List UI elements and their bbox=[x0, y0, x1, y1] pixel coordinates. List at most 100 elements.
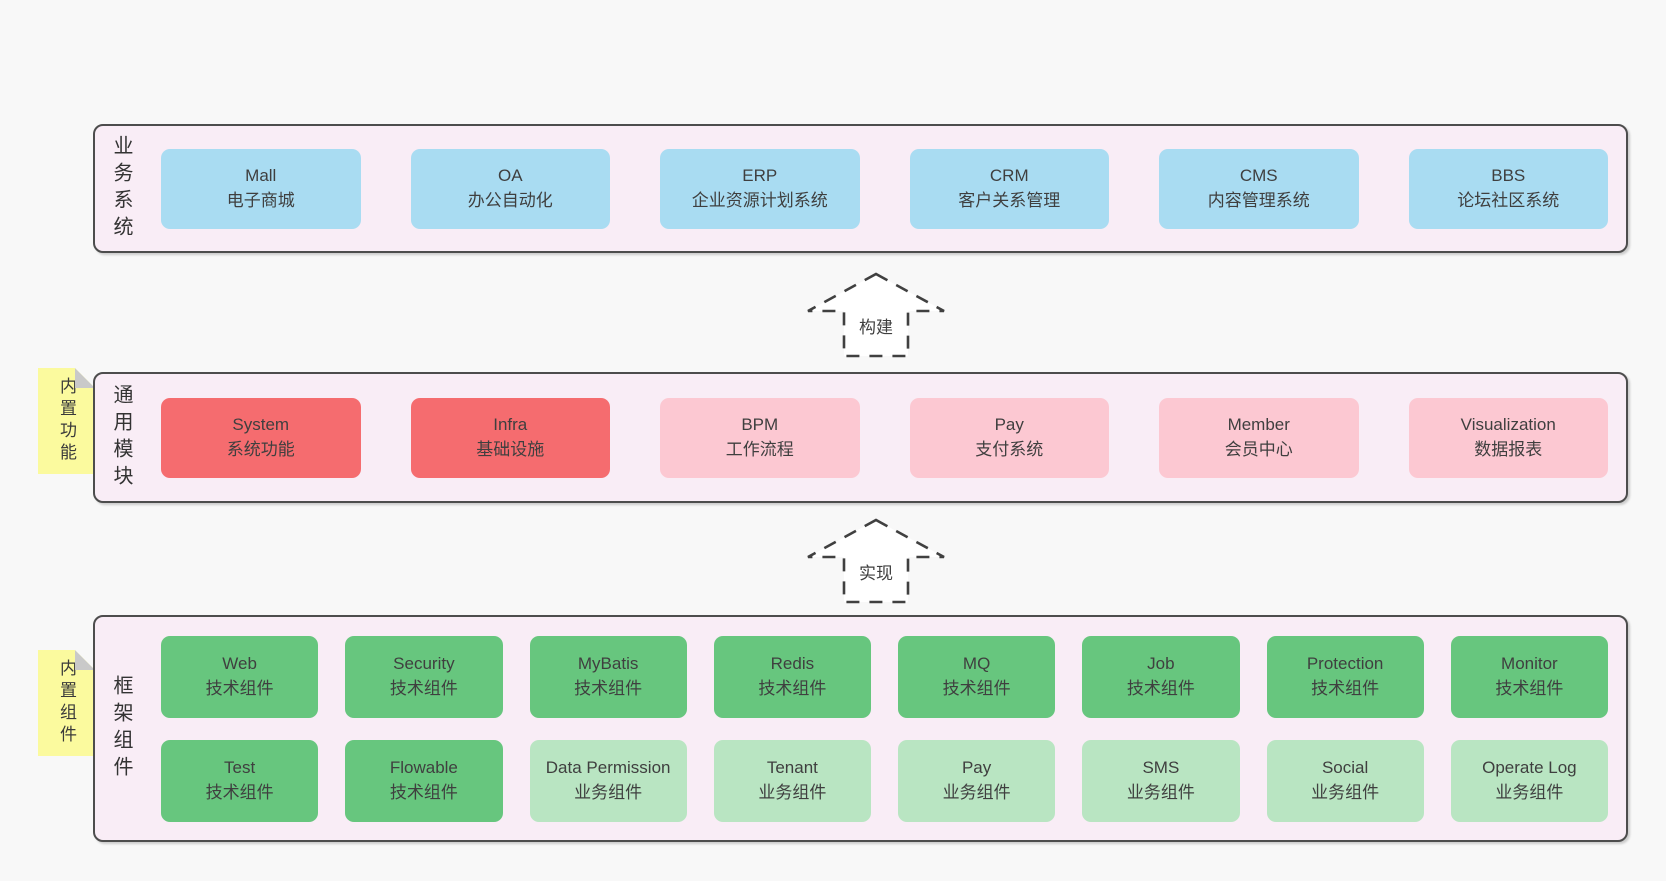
folded-corner-icon bbox=[75, 650, 95, 670]
box-subtitle: 数据报表 bbox=[1474, 439, 1543, 459]
box-title: MQ bbox=[962, 653, 991, 673]
box-title: MyBatis bbox=[577, 653, 639, 673]
component-box-bpm: BPM 工作流程 bbox=[660, 397, 860, 478]
box-title: Data Permission bbox=[545, 757, 671, 777]
box-title: Visualization bbox=[1460, 414, 1556, 434]
component-box-erp: ERP 企业资源计划系统 bbox=[660, 148, 860, 229]
box-title: Tenant bbox=[766, 757, 818, 777]
build-arrow-label: 构建 bbox=[859, 318, 893, 337]
box-subtitle: 技术组件 bbox=[574, 678, 643, 698]
band-label-common-modules: 通用模块 bbox=[110, 383, 132, 492]
box-title: OA bbox=[497, 165, 523, 185]
box-subtitle: 技术组件 bbox=[1495, 678, 1564, 698]
band-label-framework-components: 框架组件 bbox=[110, 674, 132, 783]
component-box-cms: CMS 内容管理系统 bbox=[1159, 148, 1359, 229]
build-arrow: 构建 bbox=[807, 272, 945, 358]
box-subtitle: 技术组件 bbox=[1126, 678, 1195, 698]
implement-arrow-label: 实现 bbox=[859, 564, 893, 583]
box-title: System bbox=[232, 414, 290, 434]
box-subtitle: 业务组件 bbox=[1126, 782, 1195, 802]
component-box-security: Security 技术组件 bbox=[345, 635, 503, 718]
box-subtitle: 会员中心 bbox=[1224, 439, 1293, 459]
box-subtitle: 技术组件 bbox=[1311, 678, 1380, 698]
band-label-business-systems: 业务系统 bbox=[110, 134, 132, 243]
box-subtitle: 电子商城 bbox=[226, 190, 295, 210]
box-title: SMS bbox=[1142, 757, 1180, 777]
box-subtitle: 技术组件 bbox=[389, 678, 458, 698]
box-title: BPM bbox=[741, 414, 779, 434]
box-subtitle: 业务组件 bbox=[758, 782, 827, 802]
box-title: Pay bbox=[961, 757, 992, 777]
component-box-tenant: Tenant 业务组件 bbox=[713, 739, 871, 822]
box-subtitle: 业务组件 bbox=[942, 782, 1011, 802]
box-title: Web bbox=[222, 653, 257, 673]
sticky-note-builtin-components: 内置组件 bbox=[38, 650, 95, 756]
component-box-mq: MQ 技术组件 bbox=[898, 635, 1056, 718]
box-subtitle: 技术组件 bbox=[758, 678, 827, 698]
box-title: Flowable bbox=[389, 757, 458, 777]
box-subtitle: 业务组件 bbox=[1495, 782, 1564, 802]
box-subtitle: 论坛社区系统 bbox=[1457, 190, 1560, 210]
box-subtitle: 企业资源计划系统 bbox=[691, 190, 828, 210]
component-box-flowable: Flowable 技术组件 bbox=[345, 739, 503, 822]
component-box-redis: Redis 技术组件 bbox=[713, 635, 871, 718]
component-box-member: Member 会员中心 bbox=[1159, 397, 1359, 478]
box-title: CMS bbox=[1239, 165, 1278, 185]
component-box-mybatis: MyBatis 技术组件 bbox=[529, 635, 687, 718]
component-box-test: Test 技术组件 bbox=[161, 739, 319, 822]
box-subtitle: 系统功能 bbox=[226, 439, 295, 459]
component-box-pay: Pay 支付系统 bbox=[909, 397, 1109, 478]
component-box-system: System 系统功能 bbox=[161, 397, 361, 478]
box-title: Social bbox=[1321, 757, 1369, 777]
box-title: Redis bbox=[770, 653, 815, 673]
sticky-note-label: 内置组件 bbox=[57, 659, 76, 747]
box-title: Job bbox=[1147, 653, 1175, 673]
box-title: BBS bbox=[1491, 165, 1526, 185]
component-box-mall: Mall 电子商城 bbox=[161, 148, 361, 229]
box-subtitle: 业务组件 bbox=[1311, 782, 1380, 802]
box-title: Operate Log bbox=[1482, 757, 1577, 777]
component-box-monitor: Monitor 技术组件 bbox=[1450, 635, 1608, 718]
component-box-protection: Protection 技术组件 bbox=[1266, 635, 1424, 718]
box-subtitle: 业务组件 bbox=[574, 782, 643, 802]
component-box-operate-log: Operate Log 业务组件 bbox=[1450, 739, 1608, 822]
box-title: Monitor bbox=[1501, 653, 1558, 673]
box-title: Mall bbox=[245, 165, 277, 185]
box-subtitle: 支付系统 bbox=[975, 439, 1044, 459]
box-subtitle: 内容管理系统 bbox=[1207, 190, 1310, 210]
component-box-bbs: BBS 论坛社区系统 bbox=[1408, 148, 1608, 229]
component-box-social: Social 业务组件 bbox=[1266, 739, 1424, 822]
component-box-visualization: Visualization 数据报表 bbox=[1408, 397, 1608, 478]
box-title: Member bbox=[1227, 414, 1290, 434]
component-box-oa: OA 办公自动化 bbox=[410, 148, 610, 229]
box-title: Pay bbox=[994, 414, 1024, 434]
box-subtitle: 办公自动化 bbox=[467, 190, 553, 210]
box-subtitle: 技术组件 bbox=[389, 782, 458, 802]
box-title: ERP bbox=[742, 165, 778, 185]
component-box-sms: SMS 业务组件 bbox=[1082, 739, 1240, 822]
folded-corner-icon bbox=[75, 368, 95, 388]
box-title: Protection bbox=[1306, 653, 1384, 673]
box-subtitle: 客户关系管理 bbox=[958, 190, 1061, 210]
box-title: Security bbox=[393, 653, 455, 673]
sticky-note-builtin-features: 内置功能 bbox=[38, 368, 95, 474]
box-title: Test bbox=[224, 757, 256, 777]
implement-arrow: 实现 bbox=[807, 518, 945, 604]
box-title: Infra bbox=[493, 414, 528, 434]
sticky-note-label: 内置功能 bbox=[57, 377, 76, 465]
box-subtitle: 技术组件 bbox=[205, 678, 274, 698]
box-subtitle: 技术组件 bbox=[942, 678, 1011, 698]
box-subtitle: 工作流程 bbox=[725, 439, 794, 459]
implement-arrow-shape bbox=[807, 518, 945, 604]
box-subtitle: 技术组件 bbox=[205, 782, 274, 802]
component-box-pay: Pay 业务组件 bbox=[898, 739, 1056, 822]
component-box-web: Web 技术组件 bbox=[161, 635, 319, 718]
